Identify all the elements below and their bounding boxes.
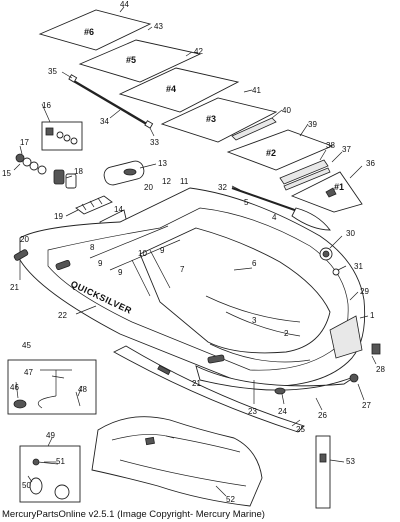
callout-19: 19 (54, 212, 63, 221)
callout-18: 18 (74, 167, 83, 176)
callout-50: 50 (22, 481, 31, 490)
stringer-rod (68, 74, 154, 129)
callout-35: 35 (48, 67, 57, 76)
callout-21a: 21 (10, 283, 19, 292)
callout-9c: 9 (160, 246, 165, 255)
callout-52: 52 (226, 495, 235, 504)
callout-31: 31 (354, 262, 363, 271)
mast-53 (315, 435, 331, 509)
callout-20a: 20 (144, 183, 153, 192)
callout-53: 53 (346, 457, 355, 466)
callout-23: 23 (248, 407, 257, 416)
callout-49: 49 (46, 431, 55, 440)
callout-29: 29 (360, 287, 369, 296)
valve-assembly (15, 153, 77, 189)
callout-40: 40 (282, 106, 291, 115)
callout-5: 5 (244, 198, 249, 207)
floor-panel-6: #6 (38, 9, 152, 51)
floor-panel-2: #2 (226, 129, 334, 171)
callout-24: 24 (278, 407, 287, 416)
callout-6: 6 (252, 259, 257, 268)
callout-22: 22 (58, 311, 67, 320)
callout-21b: 21 (192, 379, 201, 388)
oar (231, 187, 331, 231)
floor-panel-5-label: #5 (126, 55, 136, 65)
floor-panel-4-label: #4 (166, 84, 176, 94)
callout-1: 1 (370, 311, 375, 320)
seat-13 (103, 160, 145, 186)
storage-bag-52 (91, 416, 263, 507)
callout-3: 3 (252, 316, 257, 325)
callout-14: 14 (114, 205, 123, 214)
callout-26: 26 (318, 411, 327, 420)
floor-panel-6-label: #6 (84, 27, 94, 37)
callout-11: 11 (180, 177, 189, 186)
floor-panel-2-label: #2 (266, 148, 276, 158)
callout-36: 36 (366, 159, 375, 168)
callout-9a: 9 (98, 259, 103, 268)
callout-4: 4 (272, 213, 277, 222)
inflatable-boat: QUICKSILVER (19, 187, 381, 395)
handle-21-loose (13, 249, 29, 261)
callouts: 44 43 42 41 35 34 33 40 39 38 37 36 32 1… (2, 0, 385, 504)
floor-panel-3-label: #3 (206, 114, 216, 124)
callout-37: 37 (342, 145, 351, 154)
callout-12: 12 (162, 177, 171, 186)
callout-9b: 9 (118, 268, 123, 277)
callout-10: 10 (138, 249, 147, 258)
copyright-footer: MercuryPartsOnline v2.5.1 (Image Copyrig… (2, 509, 265, 520)
callout-43: 43 (154, 22, 163, 31)
bracket-19 (75, 195, 113, 215)
callout-27: 27 (362, 401, 371, 410)
callout-16: 16 (42, 101, 51, 110)
callout-28: 28 (376, 365, 385, 374)
callout-41: 41 (252, 86, 261, 95)
callout-15: 15 (2, 169, 11, 178)
valve-kit (41, 121, 83, 151)
callout-30: 30 (346, 229, 355, 238)
callout-48: 48 (78, 385, 87, 394)
callout-42: 42 (194, 47, 203, 56)
callout-33: 33 (150, 138, 159, 147)
callout-2: 2 (284, 329, 289, 338)
callout-47: 47 (24, 368, 33, 377)
leader-lines (13, 6, 377, 497)
callout-32: 32 (218, 183, 227, 192)
panel-strip-40 (231, 117, 277, 141)
floor-panel-3: #3 (160, 97, 278, 143)
callout-46: 46 (10, 383, 19, 392)
floor-panel-5: #5 (78, 39, 202, 83)
callout-38: 38 (326, 141, 335, 150)
callout-45: 45 (22, 341, 31, 350)
floor-panel-1-label: #1 (334, 182, 344, 192)
rub-strip-25 (113, 345, 305, 433)
floor-panel-1: #1 (290, 171, 363, 213)
callout-13: 13 (158, 159, 167, 168)
floor-panel-4: #4 (118, 67, 240, 113)
callout-34: 34 (100, 117, 109, 126)
callout-20b: 20 (20, 235, 29, 244)
callout-51: 51 (56, 457, 65, 466)
callout-39: 39 (308, 120, 317, 129)
callout-7: 7 (180, 265, 185, 274)
callout-44: 44 (120, 0, 129, 9)
callout-17: 17 (20, 138, 29, 147)
repair-kit (19, 445, 81, 503)
panel-strip-38 (279, 159, 331, 191)
callout-25: 25 (296, 425, 305, 434)
callout-8: 8 (90, 243, 95, 252)
